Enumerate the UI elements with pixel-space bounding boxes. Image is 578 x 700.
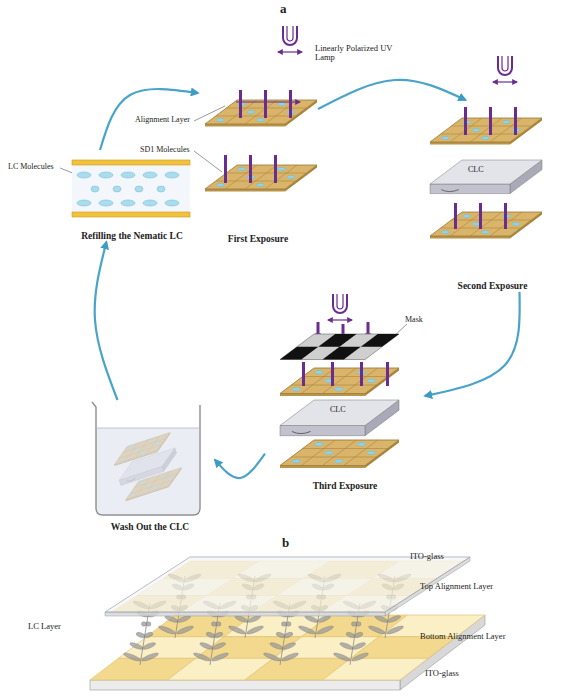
process-stage: Third Exposure [265, 300, 425, 492]
solvent [96, 428, 199, 514]
uv-rays [302, 362, 389, 386]
stage-caption: Second Exposure [458, 280, 528, 292]
uv-ray [264, 90, 267, 118]
panel-letter: b [282, 536, 289, 550]
part-label: Linearly Polarized UV Lamp [315, 44, 393, 63]
lc-molecule [77, 200, 91, 206]
process-stage: First Exposure [198, 85, 318, 245]
uv-ray [224, 155, 227, 183]
stage-caption: First Exposure [228, 233, 288, 245]
lc-molecule [157, 186, 165, 192]
uv-ray [331, 362, 334, 386]
alignment-direction [236, 102, 300, 103]
part-label: Top Alignment Layer [420, 582, 493, 591]
beaker [92, 402, 200, 515]
uv-lamp [493, 56, 517, 82]
stage-caption: Refilling the Nematic LC [81, 230, 183, 242]
leader-lines [60, 106, 407, 338]
alignment-plate [205, 165, 317, 191]
alignment-plate [280, 368, 399, 396]
uv-ray [514, 107, 517, 135]
lc-molecule [77, 172, 91, 178]
bottom-glass-edge [90, 680, 400, 690]
part-label: Mask [405, 316, 423, 325]
top-glass-face [105, 557, 470, 612]
nematic-molecules [77, 172, 179, 206]
uv-ray [386, 362, 389, 386]
lc-molecule [121, 172, 135, 178]
solvent-surface [96, 428, 199, 429]
process-arrow [425, 292, 520, 396]
part-label: Alignment Layer [135, 116, 190, 125]
uv-ray [239, 90, 242, 118]
alignment-plate [430, 212, 542, 238]
uv-rays [239, 90, 292, 118]
lc-molecule [121, 200, 135, 206]
process-arrow [100, 89, 198, 150]
alignment-plate [280, 440, 399, 468]
uv-ray [489, 107, 492, 135]
clc-slab [280, 400, 399, 436]
uv-rays [464, 107, 517, 135]
lc-molecule [99, 172, 113, 178]
uv-ray [454, 203, 457, 229]
part-label: CLC [330, 406, 346, 415]
process-stage: Refilling the Nematic LC [68, 150, 196, 242]
lc-molecule [99, 200, 113, 206]
uv-rays [224, 155, 277, 183]
process-stage: Wash Out the CLC [85, 400, 215, 533]
part-label: ITO-glass [425, 669, 459, 678]
lc-molecule [165, 172, 179, 178]
alignment-plate [430, 118, 542, 144]
stage-caption: Wash Out the CLC [111, 521, 189, 533]
lc-molecule [143, 172, 157, 178]
top-glass-edge [105, 612, 385, 616]
uv-ray [479, 203, 482, 229]
leader-line [194, 106, 225, 121]
cell-substrate [72, 160, 190, 165]
process-arrow [318, 80, 466, 109]
uv-ray [302, 362, 305, 386]
part-label: LC Layer [28, 622, 61, 631]
lc-molecule [135, 186, 143, 192]
uv-ray [464, 107, 467, 135]
part-label: Bottom Alignment Layer [420, 632, 505, 641]
lc-molecule [143, 200, 157, 206]
lc-molecule [91, 186, 99, 192]
uv-ray [360, 362, 363, 386]
cell-substrate [72, 212, 190, 217]
lc-molecule [113, 186, 121, 192]
panel-letter: a [280, 2, 287, 16]
process-arrow [95, 242, 118, 400]
part-label: SD1 Molecules [140, 146, 190, 155]
clc-slab [430, 160, 542, 194]
alignment-plate [205, 100, 317, 126]
leader-line [194, 151, 222, 172]
part-label: ITO-glass [410, 552, 444, 561]
uv-lamp [328, 294, 352, 320]
uv-rays [454, 203, 507, 229]
lc-molecule [165, 200, 179, 206]
uv-ray [249, 155, 252, 183]
part-label: CLC [468, 166, 484, 175]
alignment-domain [322, 658, 428, 680]
stage-caption: Third Exposure [313, 480, 378, 492]
uv-ray [504, 203, 507, 229]
lc-cell-gap [72, 165, 190, 212]
uv-ray [274, 155, 277, 183]
part-label: LC Molecules [8, 163, 54, 172]
photomask [280, 334, 399, 360]
uv-ray [289, 90, 292, 118]
process-arrow [215, 454, 265, 478]
process-stage: Second Exposure [425, 100, 560, 292]
uv-lamp [278, 26, 302, 52]
